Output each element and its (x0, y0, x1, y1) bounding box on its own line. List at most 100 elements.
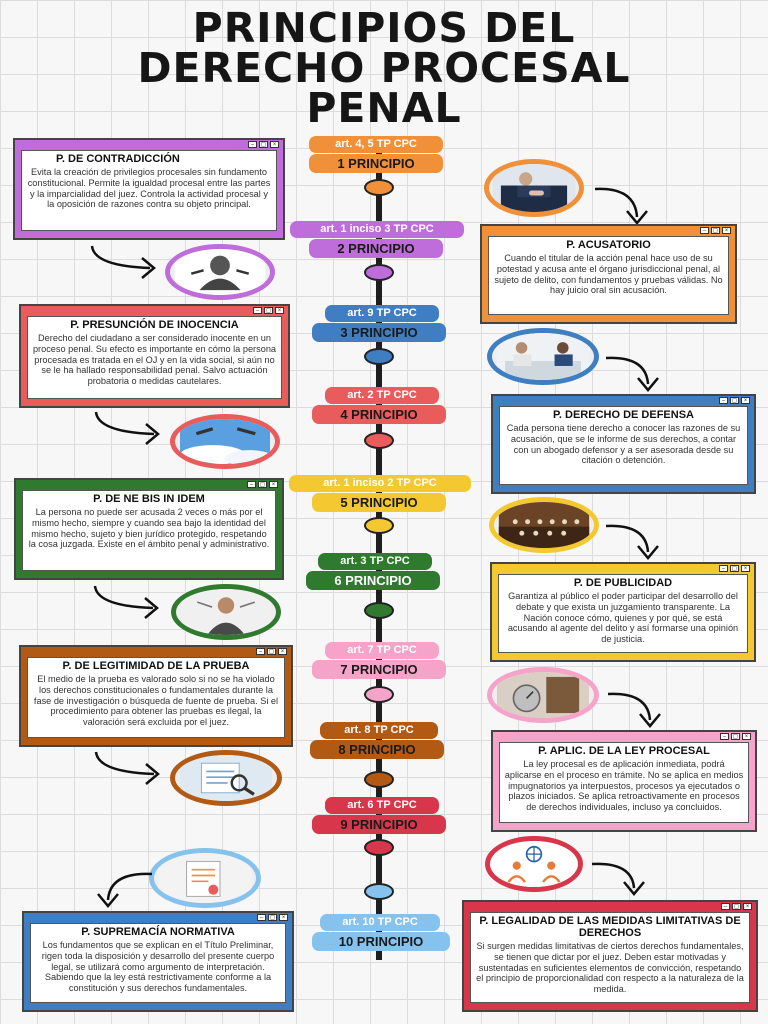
window-controls: –▢× (700, 227, 731, 234)
minimize-icon: – (248, 141, 257, 148)
principle-card-10: –▢× P. SUPREMACÍA NORMATIVA Los fundament… (22, 911, 294, 1012)
photo-accused (165, 244, 275, 300)
maximize-icon: ▢ (730, 565, 739, 572)
arrow-right-down-icon (594, 187, 648, 225)
timeline-spine (376, 140, 382, 960)
minimize-icon: – (720, 733, 729, 740)
card-heading-8: P. APLIC. DE LA LEY PROCESAL (538, 745, 710, 757)
minimize-icon: – (721, 903, 730, 910)
principle-label-2: 2 PRINCIPIO (309, 239, 443, 258)
photo-certificate (149, 848, 261, 908)
principle-card-9: –▢× P. LEGALIDAD DE LAS MEDIDAS LIMITATI… (462, 900, 758, 1012)
photo-speaker (171, 584, 281, 640)
timeline-dot-2 (364, 264, 394, 281)
title-line-2: DERECHO PROCESAL (137, 44, 631, 92)
timeline-dot-4 (364, 432, 394, 449)
arrow-down-right-icon (94, 751, 160, 785)
window-bar: –▢× (493, 732, 755, 742)
window-controls: –▢× (248, 141, 279, 148)
maximize-icon: ▢ (730, 397, 739, 404)
documents-magnifier-icon (180, 755, 272, 801)
meeting-icon (496, 333, 590, 380)
window-bar: –▢× (24, 913, 292, 923)
maximize-icon: ▢ (268, 914, 277, 921)
close-icon: × (279, 914, 288, 921)
timeline-dot-3 (364, 348, 394, 365)
card-heading-4: P. DERECHO DE DEFENSA (553, 409, 694, 421)
card-heading-9: P. LEGALIDAD DE LAS MEDIDAS LIMITATIVAS … (479, 915, 741, 939)
window-controls: –▢× (719, 565, 750, 572)
sky-hands-icon (180, 419, 275, 464)
article-label-10: art. 10 TP CPC (320, 914, 440, 931)
page-title: PRINCIPIOS DEL DERECHO PROCESAL PENAL (0, 8, 768, 129)
arrow-right-down-icon (607, 692, 661, 728)
close-icon: × (278, 648, 287, 655)
arrow-right-down-icon (591, 862, 645, 896)
close-icon: × (741, 397, 750, 404)
window-bar: –▢× (482, 226, 735, 236)
window-controls: –▢× (720, 733, 751, 740)
principle-label-6: 6 PRINCIPIO (306, 571, 440, 590)
card-text-4: Cada persona tiene derecho a conocer las… (506, 423, 741, 466)
card-heading-3: P. PRESUNCIÓN DE INOCENCIA (70, 319, 239, 331)
principle-card-8: –▢× P. APLIC. DE LA LEY PROCESAL La ley p… (491, 730, 757, 832)
close-icon: × (275, 307, 284, 314)
close-icon: × (742, 733, 751, 740)
arrow-down-right-icon (93, 585, 159, 619)
arrow-down-right-icon (90, 245, 156, 279)
timeline-dot-1 (364, 179, 394, 196)
close-icon: × (270, 141, 279, 148)
minimize-icon: – (247, 481, 256, 488)
timeline-dot-6 (364, 602, 394, 619)
window-bar: –▢× (21, 306, 288, 316)
timeline-dot-7 (364, 686, 394, 703)
principle-card-3: –▢× P. PRESUNCIÓN DE INOCENCIA Derecho de… (19, 304, 290, 408)
certificate-icon (158, 853, 252, 903)
card-text-3: Derecho del ciudadano a ser considerado … (32, 333, 277, 387)
article-label-5: art. 1 inciso 2 TP CPC (289, 475, 471, 492)
principle-card-1: –▢× P. DE CONTRADICCIÓN Evita la creación… (13, 138, 285, 240)
title-line-3: PENAL (306, 84, 462, 132)
window-controls: –▢× (719, 397, 750, 404)
timeline-dot-8 (364, 771, 394, 788)
maximize-icon: ▢ (259, 141, 268, 148)
maximize-icon: ▢ (258, 481, 267, 488)
card-text-10: Los fundamentos que se explican en el Tí… (41, 940, 275, 994)
accused-figure-icon (174, 249, 266, 295)
article-label-9: art. 6 TP CPC (325, 797, 439, 814)
principle-card-4: –▢× P. DERECHO DE DEFENSA Cada persona ti… (491, 394, 756, 494)
arrow-down-right-icon (94, 411, 160, 445)
card-heading-10: P. SUPREMACÍA NORMATIVA (81, 926, 235, 938)
maximize-icon: ▢ (711, 227, 720, 234)
justice-scale-icon (497, 672, 589, 718)
window-bar: –▢× (464, 902, 756, 912)
maximize-icon: ▢ (732, 903, 741, 910)
card-text-1: Evita la creación de privilegios procesa… (27, 167, 271, 210)
principle-label-8: 8 PRINCIPIO (310, 740, 444, 759)
card-text-8: La ley procesal es de aplicación inmedia… (504, 759, 744, 813)
card-text-7: El medio de la prueba es valorado solo s… (33, 674, 279, 728)
maximize-icon: ▢ (731, 733, 740, 740)
principle-label-9: 9 PRINCIPIO (312, 815, 446, 834)
card-heading-1: P. DE CONTRADICCIÓN (56, 153, 180, 165)
principle-label-7: 7 PRINCIPIO (312, 660, 446, 679)
arrow-right-down-icon (605, 524, 659, 560)
photo-network (485, 836, 583, 892)
close-icon: × (269, 481, 278, 488)
card-text-6: Garantiza al público el poder participar… (507, 591, 739, 645)
window-bar: –▢× (15, 140, 283, 150)
close-icon: × (743, 903, 752, 910)
arrow-left-down-icon (97, 872, 153, 908)
handshake-icon (492, 164, 576, 212)
card-heading-5: P. DE NE BIS IN IDEM (93, 493, 205, 505)
minimize-icon: – (253, 307, 262, 314)
minimize-icon: – (257, 914, 266, 921)
window-bar: –▢× (493, 396, 754, 406)
minimize-icon: – (719, 397, 728, 404)
card-text-9: Si surgen medidas limitativas de ciertos… (476, 941, 744, 995)
article-label-7: art. 7 TP CPC (325, 642, 439, 659)
principle-label-10: 10 PRINCIPIO (312, 932, 450, 951)
